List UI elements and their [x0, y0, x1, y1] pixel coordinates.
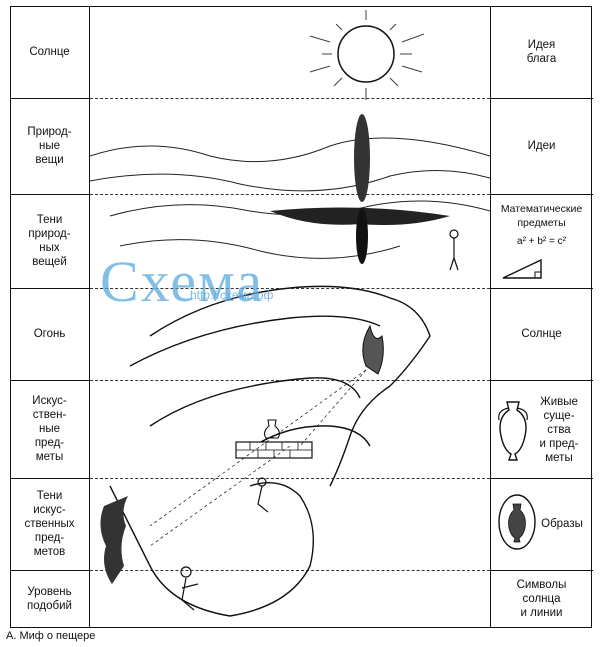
level-separator	[90, 194, 490, 195]
climbing-figure-icon	[257, 477, 269, 513]
divider	[491, 98, 593, 99]
right-cell-sun: Солнце	[521, 328, 562, 340]
left-cell-level: Уровень подобий	[27, 586, 72, 612]
cave-scene-illustration	[90, 10, 490, 617]
formula: a² + b² = c²	[517, 236, 566, 247]
shadow-wall-icon	[100, 496, 128, 584]
left-column: Солнце Природ- ные вещи Тени природ- ных…	[10, 6, 90, 628]
amphora-icon	[498, 401, 528, 461]
right-cell-images: Образы	[541, 518, 583, 530]
tree-icon	[354, 114, 370, 202]
right-triangle-icon	[502, 258, 542, 279]
amphora-oval-icon	[498, 494, 536, 550]
left-cell-artificial-shadows: Тени искус- ственных пред- метов	[24, 490, 75, 558]
right-cell-symbols: Символы солнца и линии	[516, 579, 567, 619]
level-separator	[90, 570, 490, 571]
divider	[10, 288, 90, 289]
sun-icon	[309, 10, 425, 100]
right-cell-living-beings: Живые суще- ства и пред- меты	[539, 396, 579, 464]
right-cell-math-objects: Математические предметы	[500, 203, 583, 229]
watermark-url: http://схема.рф	[190, 288, 274, 302]
divider	[10, 570, 90, 571]
divider	[10, 194, 90, 195]
level-separator	[90, 98, 490, 99]
divider	[10, 380, 90, 381]
left-cell-fire: Огонь	[33, 328, 66, 340]
figure-caption: А. Миф о пещере	[6, 630, 96, 642]
right-cell-ideas: Идеи	[527, 140, 556, 152]
divider	[10, 98, 90, 99]
divider	[10, 478, 90, 479]
divider	[491, 570, 593, 571]
vase-icon	[263, 419, 281, 439]
divider	[491, 288, 593, 289]
tree-reflection-icon	[356, 208, 368, 264]
left-cell-natural-shadows: Тени природ- ных вещей	[28, 214, 71, 268]
left-cell-artificial-objects: Искус- ствен- ные пред- меты	[32, 395, 67, 463]
divider	[491, 478, 593, 479]
diagram-frame	[10, 6, 592, 628]
wall-icon	[235, 441, 313, 459]
level-separator	[90, 478, 490, 479]
left-cell-sun: Солнце	[29, 46, 70, 58]
figure-icon	[449, 229, 459, 271]
divider	[491, 194, 593, 195]
right-cell-idea-of-good: Идея блага	[526, 39, 557, 65]
prisoner-icon	[180, 566, 199, 611]
left-cell-natural-things: Природ- ные вещи	[27, 126, 72, 166]
right-column: Идея блага Идеи Математические предметы …	[490, 6, 593, 628]
divider	[491, 380, 593, 381]
fire-icon	[362, 324, 384, 375]
